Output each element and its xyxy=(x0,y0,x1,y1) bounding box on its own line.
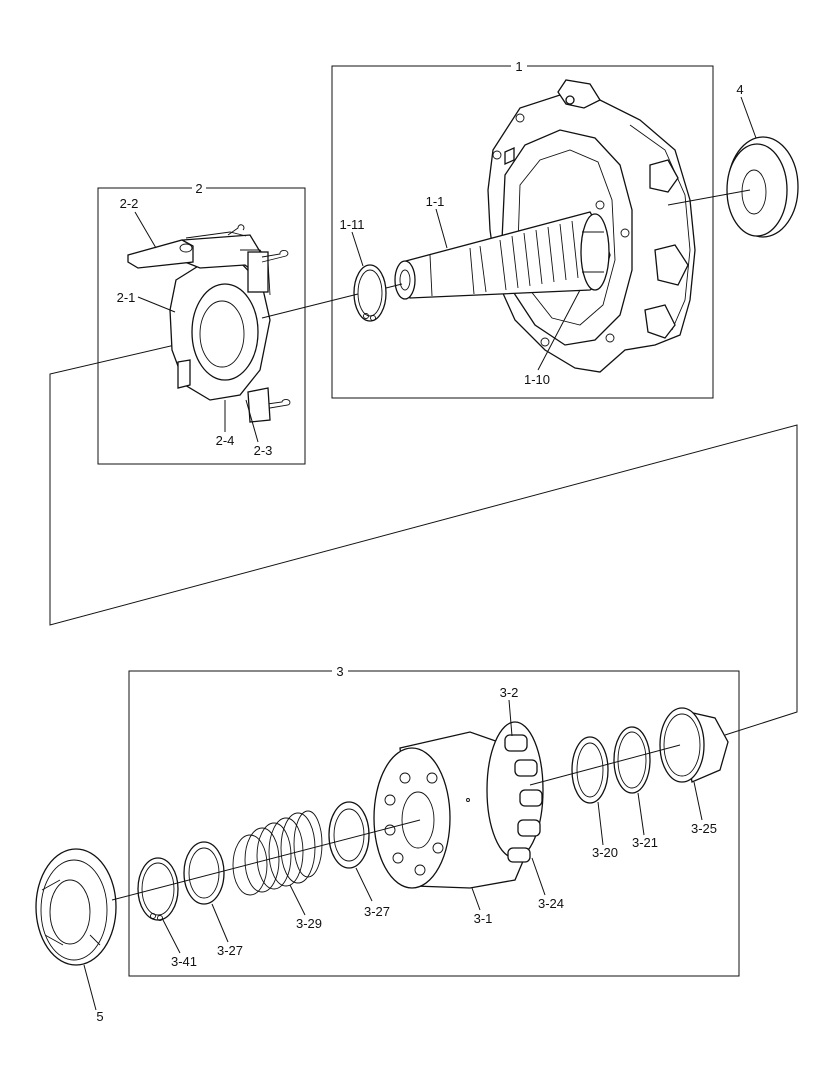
label-3-27-right: 3-27 xyxy=(364,904,390,919)
label-2-1: 2-1 xyxy=(117,290,136,305)
label-1-10: 1-10 xyxy=(524,372,550,387)
ring-part-3-20 xyxy=(571,736,609,804)
bushing-part-3-25 xyxy=(659,707,729,783)
label-3-25: 3-25 xyxy=(691,821,717,836)
label-4: 4 xyxy=(736,82,743,97)
label-1-1: 1-1 xyxy=(426,194,445,209)
label-3-27-left: 3-27 xyxy=(217,943,243,958)
label-2-4: 2-4 xyxy=(216,433,235,448)
piston-shoes-part-3-24 xyxy=(486,721,544,863)
group-1-frame: 1 xyxy=(331,59,714,399)
group-1-label: 1 xyxy=(515,59,522,74)
washer-part-3-27-left xyxy=(183,841,225,905)
label-3-21: 3-21 xyxy=(632,835,658,850)
group-2-frame: 2 xyxy=(97,181,306,465)
label-3-20: 3-20 xyxy=(592,845,618,860)
label-5: 5 xyxy=(96,1009,103,1024)
label-3-24: 3-24 xyxy=(538,896,564,911)
seal-part-4 xyxy=(726,136,799,238)
group-2-label: 2 xyxy=(195,181,202,196)
label-3-1: 3-1 xyxy=(474,911,493,926)
label-2-3: 2-3 xyxy=(254,443,273,458)
label-3-29: 3-29 xyxy=(296,916,322,931)
group-3-label: 3 xyxy=(336,664,343,679)
valve-plate-part-5 xyxy=(35,848,117,966)
shaft-part-1-1 xyxy=(394,211,611,300)
connector-line xyxy=(49,334,798,736)
lever-part-2-2 xyxy=(127,231,247,269)
label-1-11: 1-11 xyxy=(339,217,364,232)
label-3-2: 3-2 xyxy=(500,685,519,700)
label-3-41: 3-41 xyxy=(171,954,197,969)
group-3-frame: 3 xyxy=(128,664,740,977)
ring-part-3-21 xyxy=(613,726,651,794)
spring-part-3-29 xyxy=(232,810,323,896)
retaining-ring-part-1-11 xyxy=(353,264,387,322)
snap-ring-part-3-41 xyxy=(137,857,179,921)
cylinder-block-part-3-1 xyxy=(373,731,533,889)
leader-lines xyxy=(83,96,757,1011)
label-2-2: 2-2 xyxy=(120,196,139,211)
